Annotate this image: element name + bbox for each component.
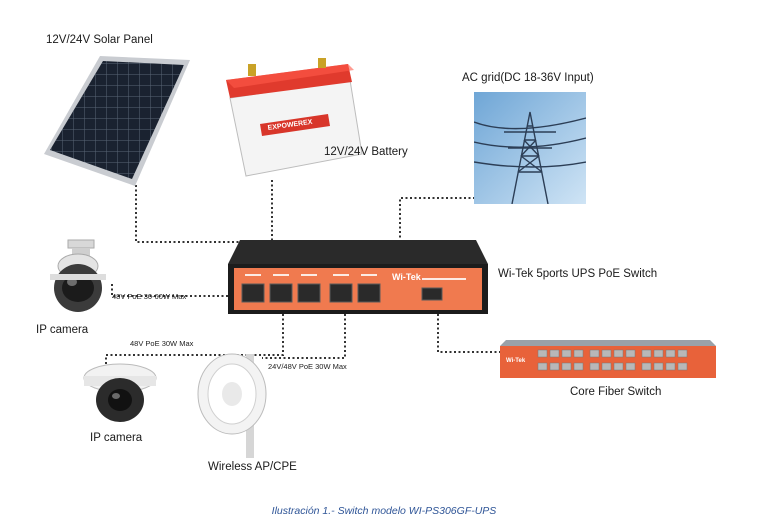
core-switch-label: Core Fiber Switch xyxy=(570,386,662,398)
wireless-ap-label: Wireless AP/CPE xyxy=(208,461,297,473)
ac-grid-image xyxy=(474,92,586,204)
battery-image: EXPOWEREX xyxy=(226,58,363,177)
solar-panel-label: 12V/24V Solar Panel xyxy=(46,34,153,46)
ac-grid-label: AC grid(DC 18-36V Input) xyxy=(462,72,594,84)
solar-link xyxy=(135,185,257,262)
ip-camera-1-label: IP camera xyxy=(36,324,89,336)
port1-label: 48V PoE 30-60W Max xyxy=(112,292,187,301)
core-link xyxy=(437,305,502,353)
poe-switch-image: Wi-Tek xyxy=(228,240,488,314)
ac-grid-link xyxy=(399,197,484,246)
port3-label: 24V/48V PoE 30W Max xyxy=(268,362,347,371)
port-4 xyxy=(329,283,353,303)
port-2 xyxy=(269,283,293,303)
port-3 xyxy=(297,283,321,303)
switch-label: Wi-Tek 5ports UPS PoE Switch xyxy=(498,268,658,280)
dome-camera-image xyxy=(83,363,157,422)
port-5 xyxy=(357,283,381,303)
figure-caption: Ilustración 1.- Switch modelo WI-PS306GF… xyxy=(271,505,497,517)
switch-logo: Wi-Tek xyxy=(392,272,422,282)
port-1 xyxy=(241,283,265,303)
port2-label: 48V PoE 30W Max xyxy=(130,339,194,348)
sfp-port xyxy=(421,287,443,301)
solar-panel-image xyxy=(44,56,190,186)
core-fiber-switch-image: Wi-Tek xyxy=(500,340,716,378)
battery-label: 12V/24V Battery xyxy=(324,146,408,158)
wireless-ap-image xyxy=(197,353,267,458)
core-switch-logo: Wi-Tek xyxy=(506,358,526,364)
ptz-camera-image xyxy=(50,239,106,312)
ap-link xyxy=(262,305,346,359)
ip-camera-2-label: IP camera xyxy=(90,432,143,444)
